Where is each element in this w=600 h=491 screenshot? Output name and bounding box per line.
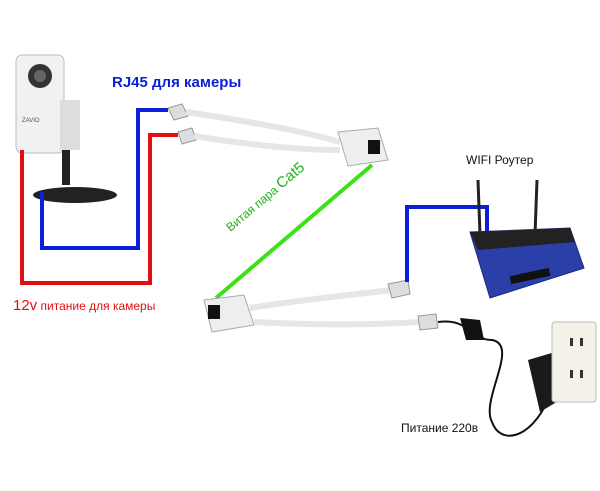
camera-brand-logo: ZAVIO [22, 118, 40, 124]
power-text: питание для камеры [40, 299, 156, 313]
power-220-label: Питание 220в [401, 421, 479, 435]
cat5-twisted-pair [214, 163, 374, 300]
wall-outlet [551, 321, 597, 403]
router-lan-wire [405, 205, 489, 282]
wifi-router [469, 179, 585, 299]
camera-lan-wire [40, 108, 168, 250]
rj45-camera-label: RJ45 для камеры [112, 74, 242, 91]
ip-camera: ZAVIO [15, 54, 117, 203]
power-voltage: 12v [13, 297, 38, 314]
power-adapter [437, 318, 560, 437]
wifi-router-label: WIFI Роутер [466, 153, 534, 167]
camera-power-wire [20, 133, 178, 285]
camera-power-label: 12v питание для камеры [13, 297, 155, 314]
poe-injector [203, 279, 439, 333]
poe-splitter [167, 103, 389, 167]
